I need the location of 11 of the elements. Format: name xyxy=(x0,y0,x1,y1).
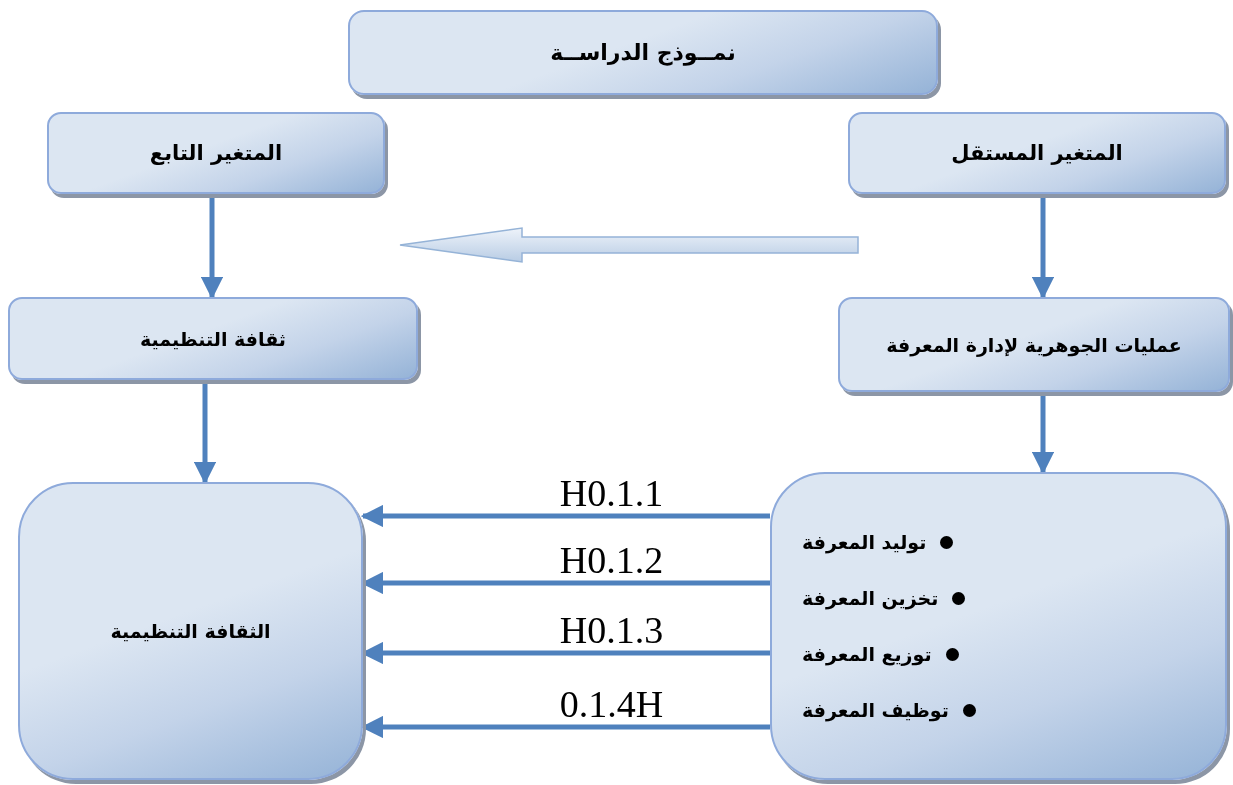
box-label: نمــوذج الدراســة xyxy=(550,40,736,65)
arrow xyxy=(360,504,770,528)
box-label: المتغير التابع xyxy=(149,141,283,165)
list-item: توظيف المعرفة xyxy=(802,699,949,721)
box-label: عمليات الجوهرية لإدارة المعرفة xyxy=(886,333,1182,356)
list-item: توليد المعرفة xyxy=(802,531,927,553)
list-item: تخزين المعرفة xyxy=(802,587,939,609)
list-item: توزيع المعرفة xyxy=(802,643,932,665)
box-label: ثقافة التنظيمية xyxy=(140,327,286,350)
box-label: المتغير المستقل xyxy=(951,141,1123,165)
box-label: الثقافة التنظيمية xyxy=(110,620,271,642)
